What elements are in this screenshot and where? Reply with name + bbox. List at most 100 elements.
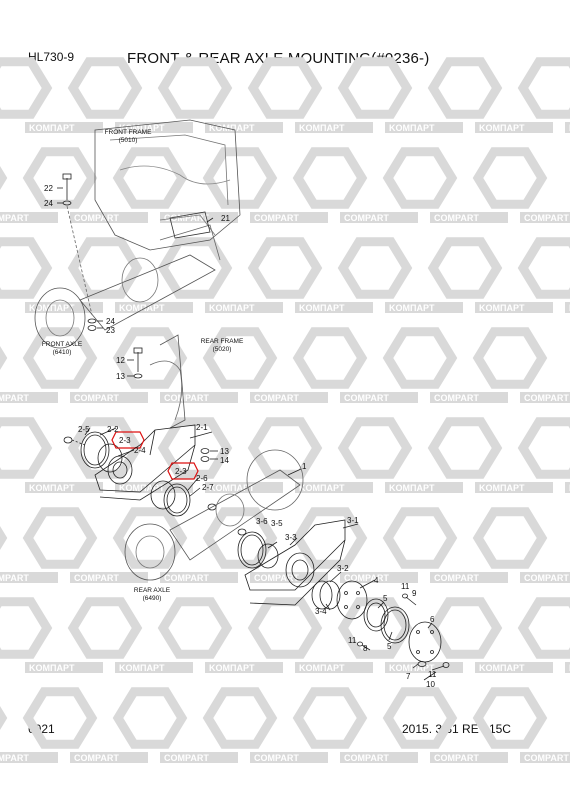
watermark-band xyxy=(70,572,148,583)
watermark-band xyxy=(565,122,570,133)
part-label: 2-2 xyxy=(107,425,119,434)
watermark-hexagon xyxy=(157,417,233,479)
watermark-hexagon xyxy=(157,237,233,299)
watermark-hexagon xyxy=(67,237,143,299)
watermark-band xyxy=(0,392,58,403)
watermark-text: KOMПAPT xyxy=(389,663,435,673)
part-label: 12 xyxy=(116,356,125,365)
watermark-text: COMPART xyxy=(0,213,29,223)
watermark-hexagon xyxy=(427,417,503,479)
part-label: 3-1 xyxy=(347,516,359,525)
watermark-hexagon xyxy=(427,237,503,299)
watermark-hexagon xyxy=(0,526,8,550)
watermark-hexagon xyxy=(0,706,8,730)
rear-axle-code: (6490) xyxy=(143,595,162,602)
part-label: 5 xyxy=(387,642,392,651)
watermark-band xyxy=(115,482,193,493)
watermark-hexagon xyxy=(22,687,98,749)
watermark-hexagon xyxy=(112,147,188,209)
watermark-band xyxy=(430,392,508,403)
watermark-text: COMPART xyxy=(524,213,569,223)
part-label: 5 xyxy=(383,594,388,603)
watermark-text: KOMПAPT xyxy=(119,663,165,673)
watermark-text: KOMПAPT xyxy=(209,663,255,673)
watermark-band xyxy=(205,122,283,133)
part-label: 9 xyxy=(412,589,417,598)
watermark-hexagon xyxy=(382,687,458,749)
part-label: 14 xyxy=(220,456,229,465)
watermark-hexagon xyxy=(337,57,413,119)
watermark-hexagon xyxy=(247,57,323,119)
watermark-layer: KOMПAPT KOMПAPT KOMПAPT KOMПAPT KOMПAPT KOMПA… xyxy=(0,57,570,763)
watermark-band xyxy=(0,212,58,223)
watermark-band xyxy=(0,752,58,763)
watermark-text: KOMПAPT xyxy=(479,663,525,673)
watermark-hexagon xyxy=(157,597,233,659)
watermark-text: KOMПAPT xyxy=(29,663,75,673)
front-frame-caption: FRONT FRAME xyxy=(105,129,152,136)
highlight-2-3-upper xyxy=(111,431,145,449)
watermark-text: KOMПAPT xyxy=(209,123,255,133)
watermark-text: COMPART xyxy=(0,753,29,763)
watermark-hexagon xyxy=(472,687,548,749)
watermark-text: COMPART xyxy=(344,213,389,223)
part-label: 2-1 xyxy=(196,423,208,432)
watermark-band xyxy=(250,752,328,763)
rear-frame-caption: REAR FRAME xyxy=(201,338,244,345)
watermark-band xyxy=(520,572,570,583)
watermark-text: COMPART xyxy=(524,393,569,403)
watermark-text: COMPART xyxy=(524,753,569,763)
watermark-text: COMPART xyxy=(254,753,299,763)
watermark-hexagon xyxy=(292,327,368,389)
watermark-text: KOMПAPT xyxy=(119,483,165,493)
watermark-hexagon xyxy=(157,57,233,119)
watermark-text: COMPART xyxy=(434,753,479,763)
watermark-hexagon xyxy=(427,597,503,659)
watermark-text: KOMПAPT xyxy=(209,483,255,493)
part-label: 2-5 xyxy=(78,425,90,434)
part-label: 24 xyxy=(106,317,115,326)
watermark-hexagon xyxy=(517,57,570,119)
watermark-band xyxy=(70,392,148,403)
watermark-band xyxy=(565,482,570,493)
watermark-hexagon xyxy=(247,597,323,659)
watermark-band xyxy=(475,662,553,673)
watermark-text: KOMПAPT xyxy=(389,123,435,133)
watermark-hexagon xyxy=(67,57,143,119)
watermark-band xyxy=(340,212,418,223)
watermark-hexagon xyxy=(0,417,53,479)
front-mount-block xyxy=(169,211,211,239)
watermark-text: COMPART xyxy=(434,573,479,583)
watermark-band xyxy=(250,212,328,223)
parts-drawing xyxy=(34,119,450,681)
watermark-hexagon xyxy=(0,597,53,659)
watermark-band xyxy=(385,662,463,673)
watermark-hexagon xyxy=(382,327,458,389)
watermark-text: COMPART xyxy=(344,753,389,763)
watermark-band xyxy=(385,302,463,313)
watermark-band xyxy=(475,122,553,133)
part-label: 2-3 xyxy=(175,467,187,476)
watermark-text: COMPART xyxy=(434,213,479,223)
front-frame-code: (5010) xyxy=(119,137,138,144)
part-label: 1 xyxy=(302,462,307,471)
watermark-text: KOMПAPT xyxy=(119,303,165,313)
part-label: 6 xyxy=(430,615,435,624)
part-label: 3-6 xyxy=(256,517,268,526)
part-label: 3-4 xyxy=(315,607,327,616)
watermark-text: KOMПAPT xyxy=(479,483,525,493)
part-label: 11 xyxy=(401,582,410,591)
rear-frame-code: (5020) xyxy=(213,346,232,353)
ring-2-2 xyxy=(80,431,110,469)
watermark-band xyxy=(430,752,508,763)
watermark-band xyxy=(70,212,148,223)
watermark-hexagon xyxy=(337,417,413,479)
part-label: 3-2 xyxy=(337,564,349,573)
model-code: HL730-9 xyxy=(28,50,75,64)
watermark-text: COMPART xyxy=(0,393,29,403)
watermark-hexagon xyxy=(0,57,53,119)
watermark-text: COMPART xyxy=(344,393,389,403)
watermark-text: COMPART xyxy=(164,753,209,763)
watermark-text: COMPART xyxy=(74,393,119,403)
watermark-band xyxy=(115,662,193,673)
